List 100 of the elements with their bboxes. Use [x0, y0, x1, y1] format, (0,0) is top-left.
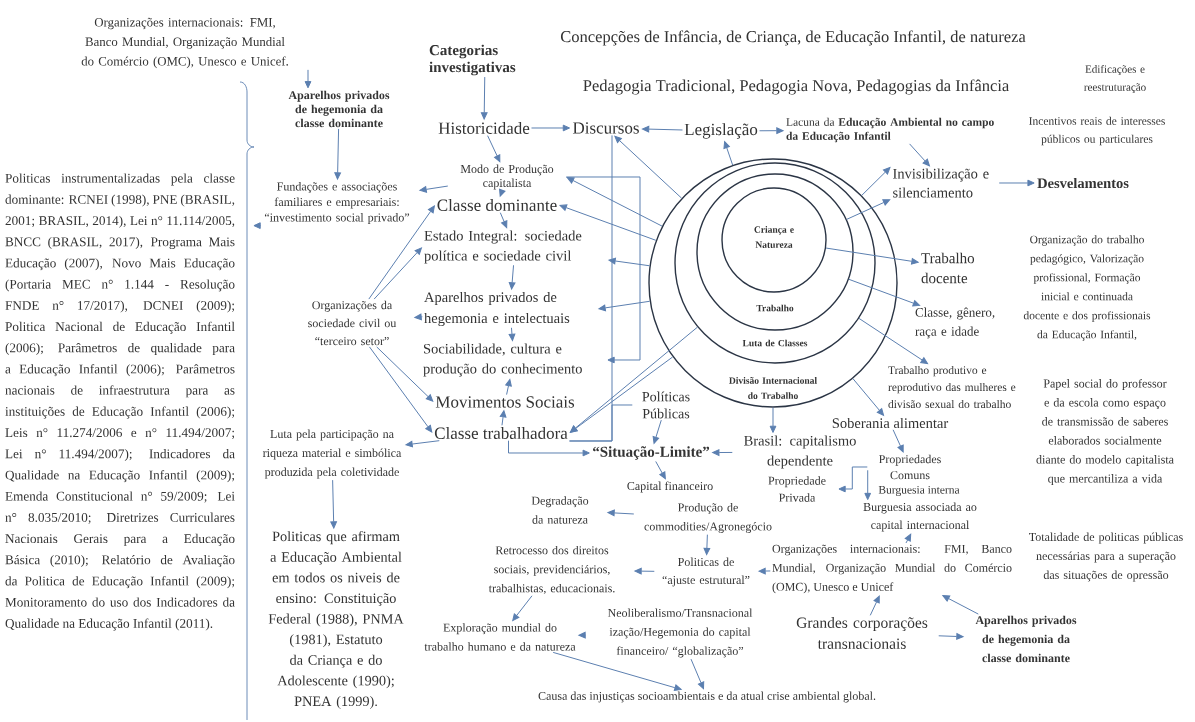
arrow: [712, 449, 733, 456]
concept-text: Soberania alimentar: [832, 417, 949, 429]
concept-text: Brasil: capitalismo dependente: [744, 435, 856, 469]
concept-text: Causa das injustiças socioambientais e da atual crise ambiental global.: [538, 691, 876, 703]
arrow: [846, 199, 891, 220]
arrow: [909, 143, 930, 167]
arrow: [759, 127, 784, 135]
arrow: [369, 346, 433, 433]
heading: Categorias investigativas: [429, 44, 516, 76]
arrow: [864, 469, 872, 501]
concept-text: Produção de commodities/Agronegócio: [644, 503, 772, 533]
concept-text: Neoliberalismo/Transnacional ização/Hegemonia do capital financeiro/ “globalização”: [607, 608, 753, 658]
concept-text: Exploração mundial do trabalho humano e da natureza: [424, 623, 576, 651]
concept-text: Retrocesso dos direitos sociais, previdenciários, trabalhistas, educacionais.: [488, 545, 615, 595]
concept-text: Historicidade: [438, 122, 530, 134]
concept-text: Classe, gênero, raça e idade: [915, 307, 995, 339]
concept-text: Grandes corporações transnacionais: [796, 617, 928, 649]
arrow: [652, 419, 662, 444]
note-text: Organizações internacionais: FMI, Banco Mundial, Organização Mundial do Comércio (OMC), Unesco e Unicef.: [81, 17, 288, 69]
arrow: [376, 346, 434, 402]
arrow: [634, 567, 655, 575]
arrow: [703, 534, 711, 556]
concept-text: Burguesia associada ao capital internacional: [863, 502, 977, 532]
note-text: Edificações e reestruturação: [1084, 64, 1146, 94]
arrow: [642, 125, 683, 133]
arrow: [769, 407, 777, 433]
arrow: [505, 379, 512, 396]
arrow: [405, 440, 440, 448]
arrow: [852, 378, 884, 416]
arrow: [368, 205, 435, 300]
connector-line: [569, 404, 633, 442]
note-text: Burguesia interna: [878, 485, 960, 497]
arrow: [508, 264, 516, 290]
note-text: Pedagogia Tradicional, Pedagogia Nova, Pedagogias da Infância: [583, 79, 1010, 95]
concept-text: Capital financeiro: [627, 481, 713, 493]
concept-text: Trabalho produtivo e reprodutivo das mulheres e divisão sexual do trabalho: [888, 365, 1016, 409]
arrow: [723, 141, 734, 166]
arrow: [578, 631, 586, 639]
policy-list: Politicas que afirmam a Educação Ambiental em todos os niveis de ensino: Constituição Federal (1988), PNMA (1981), Estatuto da Criança e do Adolescente (1990); PNEA (1999).: [268, 531, 404, 709]
arrow: [414, 313, 423, 321]
arrow: [480, 76, 488, 120]
arrow: [499, 212, 508, 229]
concept-text: Discursos: [572, 122, 639, 134]
arrow: [487, 135, 501, 163]
arrow: [499, 410, 507, 426]
concept-text: Políticas Públicas: [642, 391, 690, 419]
arrow: [499, 188, 506, 197]
note-text: Organização do trabalho pedagógico, Valorização profissional, Formação inicial e continuada docente e dos profissionais da Educação Infantil,: [1023, 235, 1151, 341]
note-text: Incentivos reais de interesses públicos ou particulares: [1029, 116, 1165, 146]
arrow: [373, 247, 422, 300]
arrow: [508, 327, 516, 341]
heading: Aparelhos privados de hegemonia da classe dominante: [975, 615, 1077, 663]
arrow: [608, 257, 650, 267]
arrow: [304, 69, 312, 89]
arrow: [566, 177, 663, 227]
arrow: [938, 633, 964, 640]
arrow: [253, 222, 261, 229]
concept-text: Legislação: [684, 123, 758, 139]
arrow: [904, 533, 912, 544]
concept-text: Lacuna da Educação Ambiental no campo da Educação Infantil: [786, 117, 994, 143]
arrow: [838, 466, 868, 493]
concept-text: Modo de Produção capitalista: [460, 164, 554, 190]
concept-text: Aparelhos privados de hegemonia e intelectuais: [424, 291, 570, 327]
arrow: [690, 658, 705, 690]
concept-text: Classe dominante: [437, 199, 557, 211]
arrow: [861, 167, 891, 196]
note-text: Concepções de Infância, de Criança, de Educação Infantil, de natureza: [560, 30, 1026, 46]
arrow: [531, 124, 571, 132]
arrow: [334, 128, 341, 180]
concept-text: Invisibilização e silenciamento: [893, 168, 989, 198]
arrow: [858, 317, 928, 365]
heading: Aparelhos privados de hegemonia da classe dominante: [288, 90, 390, 128]
arrow: [419, 185, 449, 193]
concept-text: Movimentos Sociais: [435, 396, 575, 408]
heading: “Situação-Limite”: [593, 446, 710, 460]
concept-text: Trabalho docente: [921, 252, 975, 284]
note-text: Totalidade de politicas públicas necessárias para a superação das situações de opressão: [1029, 532, 1183, 582]
concept-text: Degradação da natureza: [531, 496, 589, 524]
concept-text: Sociabilidade, cultura e produção do conhecimento: [423, 343, 582, 377]
concept-text: Classe trabalhadora: [434, 427, 568, 439]
concept-text: Luta pela participação na riqueza material e simbólica produzida pela coletividade: [262, 429, 402, 479]
concept-text: Propriedades Comuns: [879, 454, 941, 480]
arrow: [758, 567, 771, 575]
concept-text: Fundações e associações familiares e empresariais: “investimento social privado”: [264, 182, 410, 224]
concept-text: Organizações da sociedade civil ou “terceiro setor”: [308, 300, 397, 346]
concept-text: Organizações internacionais: FMI, Banco Mundial, Organização Mundial do Comércio (OMC), Unesco e Unicef: [772, 544, 1012, 594]
arrow: [614, 135, 683, 199]
arrow: [508, 440, 590, 457]
arrow: [848, 278, 921, 307]
arrow: [565, 176, 641, 364]
arrow: [330, 479, 337, 529]
arrow: [607, 509, 635, 517]
note-text: Papel social do professor e da escola como espaço de transmissão de saberes elaborados socialmente diante do modelo capitalista que mercantiliza a vida: [1036, 379, 1174, 485]
arrow: [512, 595, 533, 622]
arrow: [942, 595, 979, 615]
arrow: [598, 300, 651, 312]
concept-text: Propriedade Privada: [768, 476, 826, 502]
concept-text: Estado Integral: sociedade política e sociedade civil: [424, 230, 582, 264]
arrow: [570, 356, 674, 433]
heading: Desvelamentos: [1037, 177, 1129, 189]
